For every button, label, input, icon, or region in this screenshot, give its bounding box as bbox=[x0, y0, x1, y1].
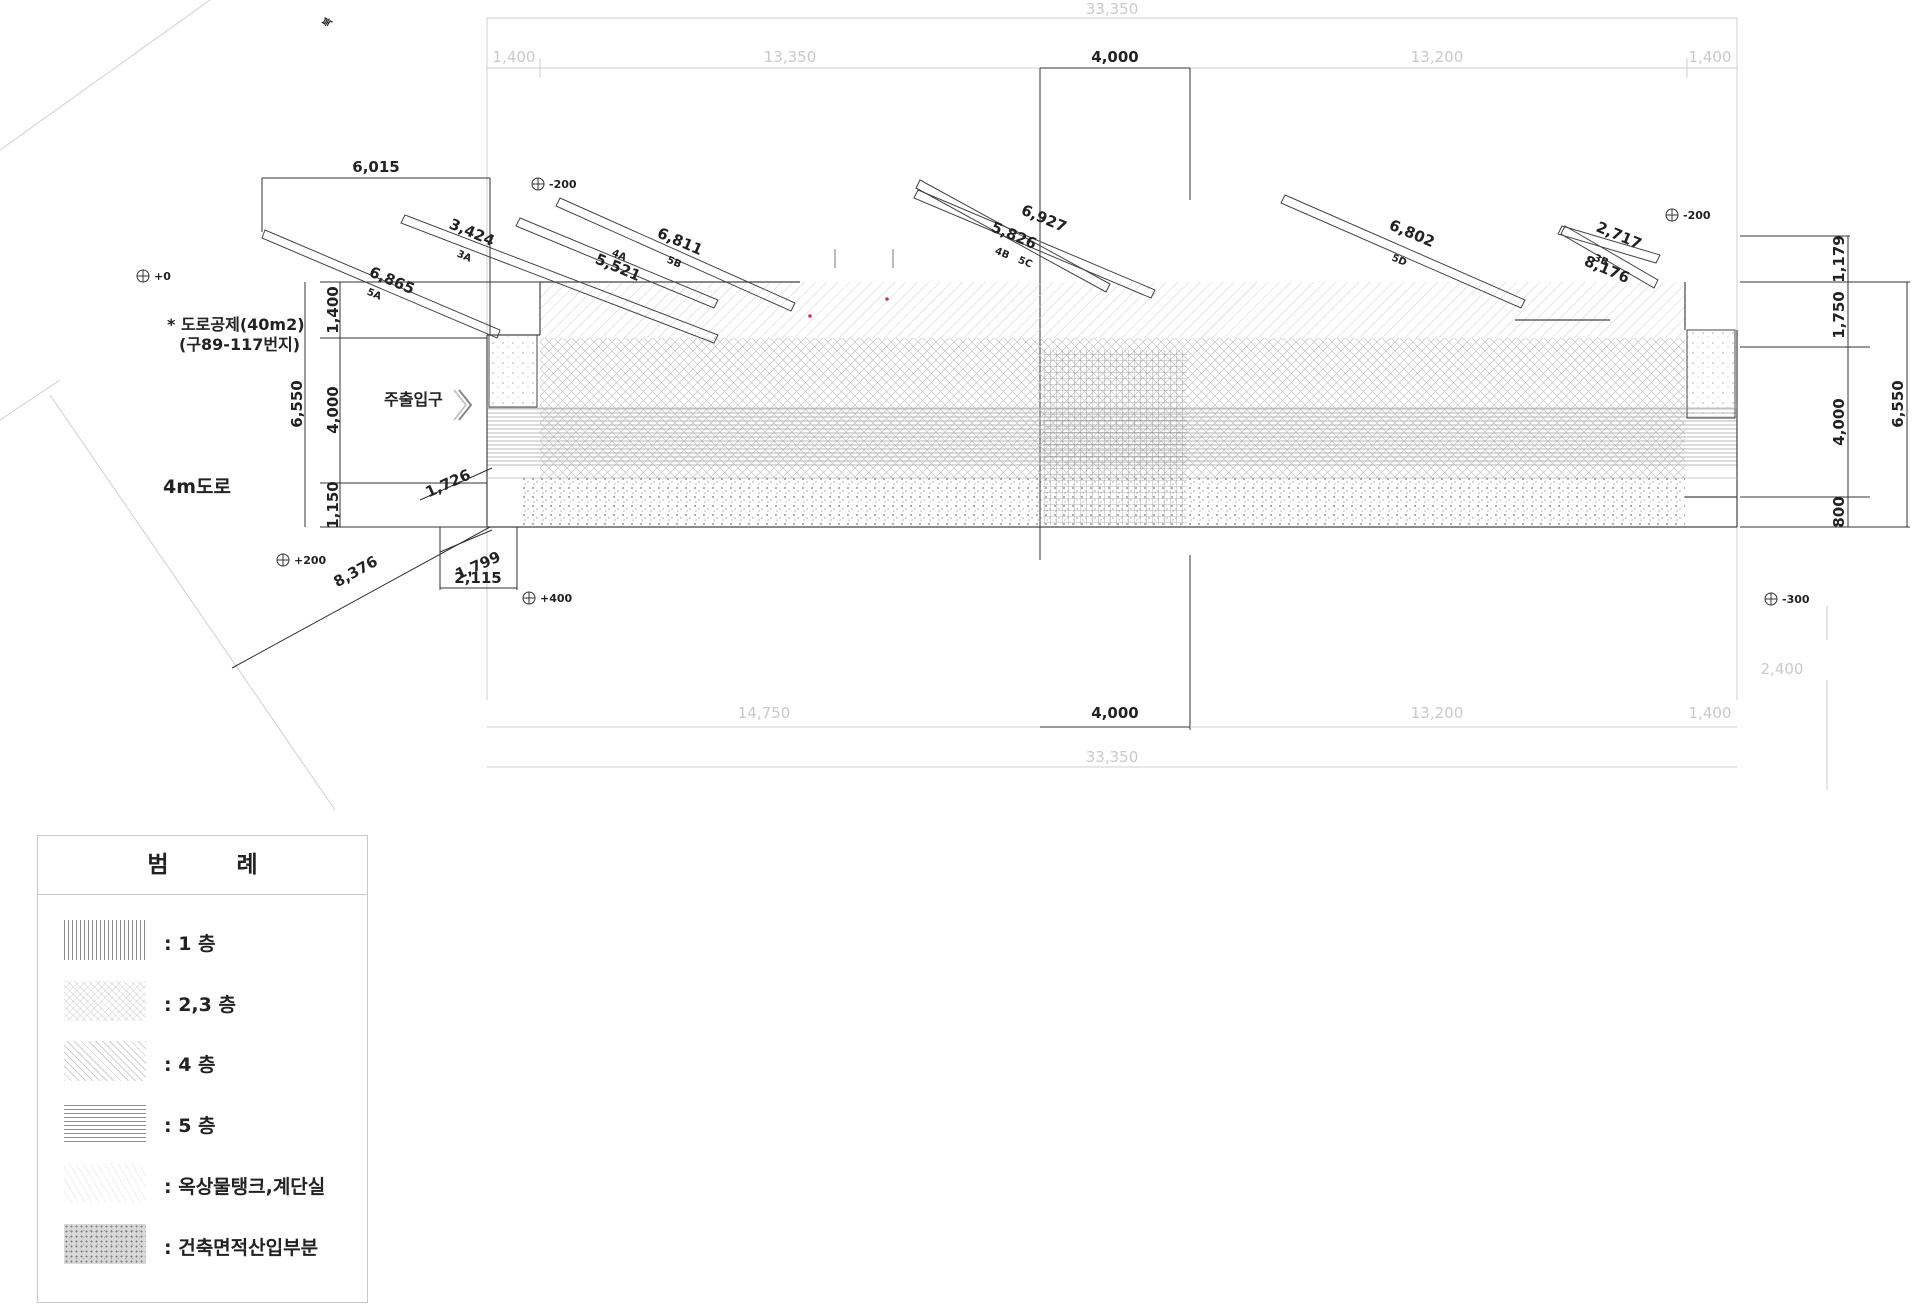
road-label: 4m도로 bbox=[163, 476, 231, 498]
road-deduction-lot: (구89-117번지) bbox=[179, 335, 300, 354]
dim-right-total: 6,550 bbox=[1889, 380, 1907, 427]
level-marker-6: -300 bbox=[1764, 592, 1810, 606]
level-marker-1: +0 bbox=[136, 269, 171, 283]
dim-left-h1: 1,400 bbox=[324, 286, 342, 333]
legend-swatch-2-3f bbox=[64, 981, 146, 1021]
dim-bottom-seg-4: 1,400 bbox=[1689, 704, 1732, 722]
legend-label-1f: : 1 층 bbox=[164, 933, 216, 955]
left-dimension-chain: 6,015 1,400 4,000 1,150 6,550 bbox=[261, 158, 540, 529]
legend-label-roof: : 옥상물탱크,계단실 bbox=[164, 1176, 326, 1198]
top-dimension-chain: 33,350 1,400 13,350 4,000 13,200 1,400 bbox=[486, 0, 1738, 730]
slant-dimension-strips bbox=[261, 179, 1661, 344]
level-marker-5: +400 bbox=[522, 591, 573, 605]
zone-tag-4a: 4A bbox=[610, 248, 628, 264]
svg-text:+400: +400 bbox=[540, 592, 573, 605]
zone-tag-5a: 5A bbox=[365, 287, 383, 303]
zone-tag-5c: 5C bbox=[1016, 255, 1033, 271]
slant-dim-7: 6,802 bbox=[1387, 216, 1438, 251]
level-markers: +0 -200 -200 +200 +400 -300 bbox=[136, 177, 1810, 606]
legend-item-5f: : 5 층 bbox=[64, 1102, 354, 1142]
legend-item-2-3f: : 2,3 층 bbox=[64, 981, 354, 1021]
entry-dimensions: 1,726 1,799 2,115 8,376 bbox=[231, 466, 518, 669]
dim-top-seg-1: 1,400 bbox=[493, 48, 536, 66]
dim-top-seg-5: 1,400 bbox=[1689, 48, 1732, 66]
zone-tag-3a: 3A bbox=[455, 249, 473, 265]
dim-left-h2: 4,000 bbox=[324, 386, 342, 433]
legend-item-4f: : 4 층 bbox=[64, 1041, 354, 1081]
dim-left-total: 6,550 bbox=[288, 380, 306, 427]
dim-right-offset: 2,400 bbox=[1761, 660, 1804, 678]
legend-label-4f: : 4 층 bbox=[164, 1054, 216, 1076]
dim-bottom-seg-2: 4,000 bbox=[1091, 704, 1138, 722]
dim-entry-width: 2,115 bbox=[454, 569, 501, 587]
zone-tag-4b: 4B bbox=[993, 246, 1011, 262]
legend: 범 례 : 1 층 : 2,3 층 : 4 층 : 5 층 : 옥상물탱크,계단… bbox=[37, 835, 368, 1303]
entrance-arrow-icon bbox=[458, 389, 473, 421]
legend-swatch-5f bbox=[64, 1102, 146, 1142]
dim-right-h4: 800 bbox=[1830, 496, 1848, 527]
north-mark: 북 bbox=[320, 16, 335, 30]
legend-swatch-roof bbox=[64, 1163, 146, 1203]
legend-label-5f: : 5 층 bbox=[164, 1115, 216, 1137]
dim-top-seg-3: 4,000 bbox=[1091, 48, 1138, 66]
zone-tag-5d: 5D bbox=[1390, 253, 1408, 269]
legend-title: 범 례 bbox=[38, 836, 367, 895]
legend-item-building-area: : 건축면적산입부분 bbox=[64, 1224, 354, 1264]
legend-label-2-3f: : 2,3 층 bbox=[164, 994, 236, 1016]
dim-bottom-seg-1: 14,750 bbox=[738, 704, 791, 722]
legend-swatch-building-area bbox=[64, 1224, 146, 1264]
slant-dim-8: 2,717 bbox=[1594, 218, 1645, 253]
dim-right-h2: 1,750 bbox=[1830, 291, 1848, 338]
dim-top-seg-2: 13,350 bbox=[764, 48, 817, 66]
building-footprint bbox=[486, 249, 1738, 528]
dim-right-h3: 4,000 bbox=[1830, 398, 1848, 445]
svg-text:+200: +200 bbox=[294, 554, 327, 567]
level-marker-4: +200 bbox=[276, 553, 327, 567]
plan-notes: 북 * 도로공제(40m2) (구89-117번지) 주출입구 4m도로 bbox=[163, 16, 473, 498]
dim-road-diag: 8,376 bbox=[330, 552, 380, 591]
legend-item-roof: : 옥상물탱크,계단실 bbox=[64, 1163, 354, 1203]
bottom-dimension-chain: 14,750 4,000 13,200 1,400 33,350 2,400 bbox=[487, 605, 1828, 790]
main-entrance-label: 주출입구 bbox=[384, 390, 443, 409]
dim-top-seg-4: 13,200 bbox=[1411, 48, 1464, 66]
zone-tag-5b: 5B bbox=[665, 255, 683, 271]
zone-tag-3b: 3B bbox=[1592, 253, 1610, 269]
dim-top-total: 33,350 bbox=[1086, 0, 1139, 18]
zone-tags: 5A 3A 4A 5B 4B 5C 5D 3B bbox=[365, 246, 1610, 303]
svg-text:-300: -300 bbox=[1782, 593, 1810, 606]
svg-text:-200: -200 bbox=[549, 178, 577, 191]
road-deduction-note: * 도로공제(40m2) bbox=[167, 315, 305, 334]
dim-left-top: 6,015 bbox=[352, 158, 399, 176]
dim-right-h1: 1,179 bbox=[1830, 235, 1848, 282]
dim-left-h3: 1,150 bbox=[324, 481, 342, 528]
level-marker-3: -200 bbox=[1665, 208, 1711, 222]
dim-entry-diag-1: 1,726 bbox=[423, 466, 474, 502]
svg-text:-200: -200 bbox=[1683, 209, 1711, 222]
dim-bottom-total: 33,350 bbox=[1086, 748, 1139, 766]
right-dimension-chain: 1,179 1,750 4,000 800 6,550 bbox=[1740, 235, 1910, 528]
level-marker-2: -200 bbox=[531, 177, 577, 191]
svg-text:+0: +0 bbox=[154, 270, 171, 283]
legend-swatch-1f bbox=[64, 920, 146, 960]
road-edges bbox=[0, 0, 336, 811]
legend-label-building-area: : 건축면적산입부분 bbox=[164, 1237, 319, 1259]
legend-item-1f: : 1 층 bbox=[64, 920, 354, 960]
legend-swatch-4f bbox=[64, 1041, 146, 1081]
dim-bottom-seg-3: 13,200 bbox=[1411, 704, 1464, 722]
